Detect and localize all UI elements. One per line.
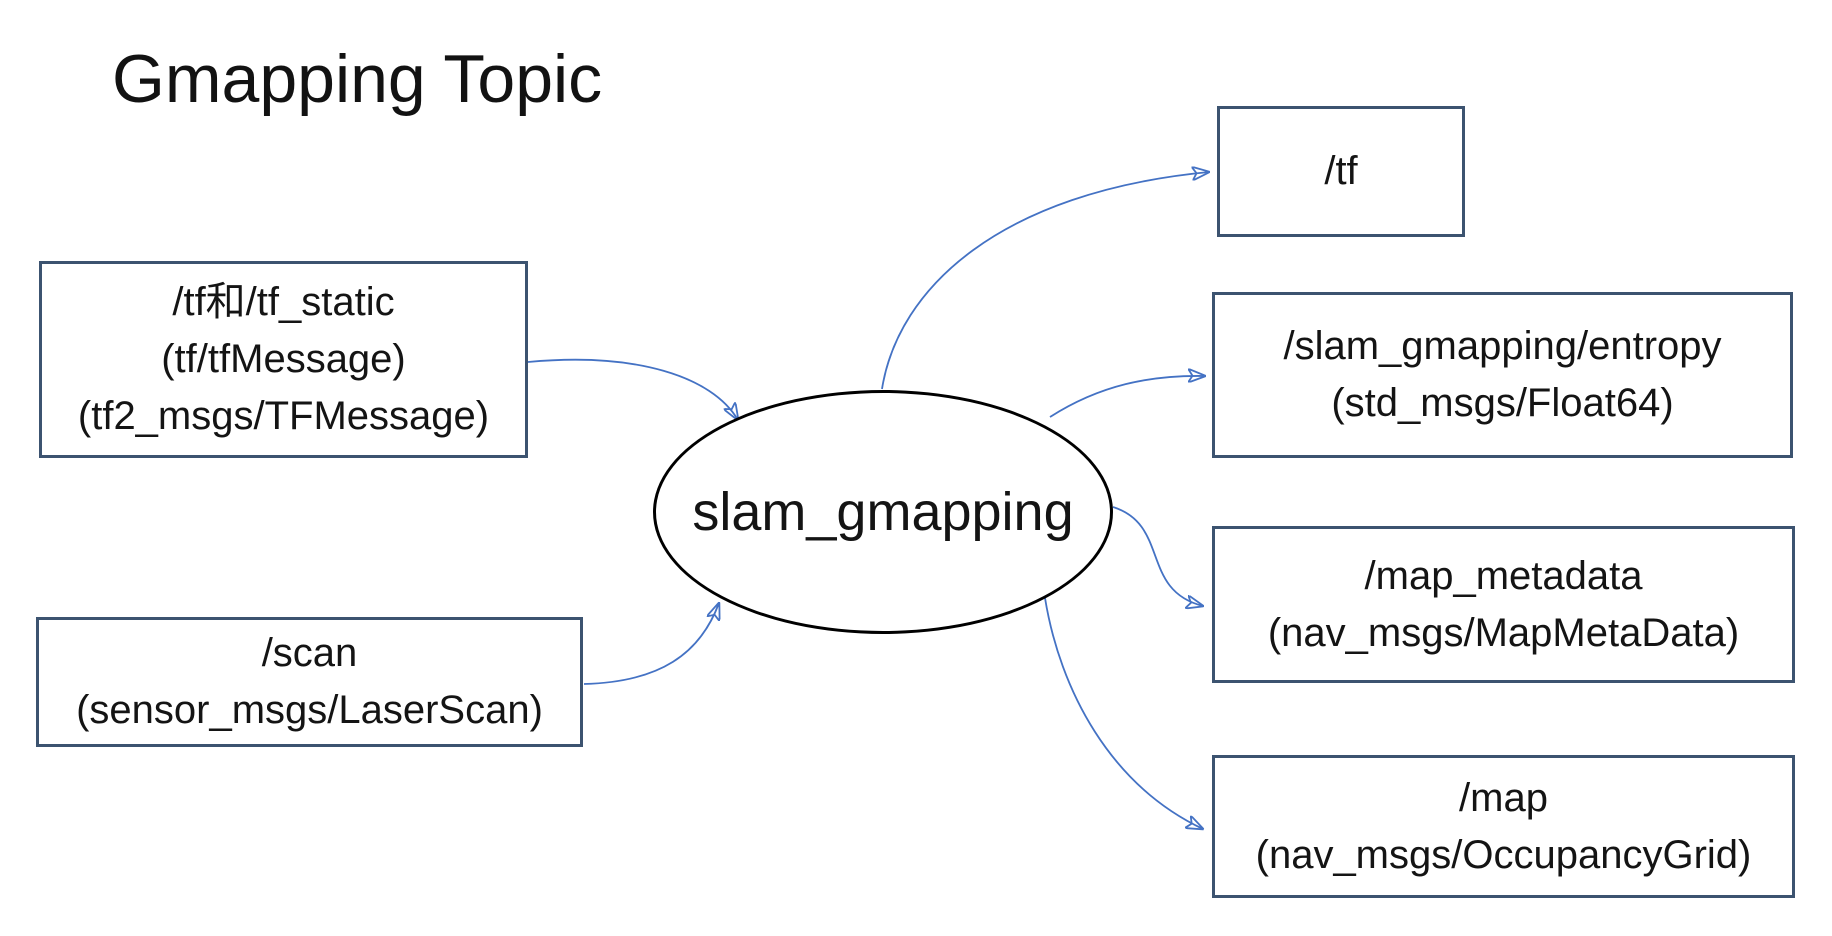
output-box-map-metadata: /map_metadata (nav_msgs/MapMetaData) xyxy=(1212,526,1795,683)
input-box-scan: /scan (sensor_msgs/LaserScan) xyxy=(36,617,583,747)
message-type: (sensor_msgs/LaserScan) xyxy=(76,688,543,732)
output-box-map: /map (nav_msgs/OccupancyGrid) xyxy=(1212,755,1795,898)
message-type: (std_msgs/Float64) xyxy=(1331,381,1674,425)
message-type: (tf2_msgs/TFMessage) xyxy=(77,393,490,438)
output-box-tf: /tf xyxy=(1217,106,1465,237)
message-type: (nav_msgs/MapMetaData) xyxy=(1267,610,1740,655)
topic-name: /tf xyxy=(1324,149,1358,194)
output-box-entropy: /slam_gmapping/entropy (std_msgs/Float64… xyxy=(1212,292,1793,458)
message-type: (nav_msgs/OccupancyGrid) xyxy=(1255,832,1752,877)
topic-name: /slam_gmapping/entropy xyxy=(1283,324,1722,369)
message-type: (tf/tfMessage) xyxy=(161,337,406,382)
arrow-node-to-map xyxy=(1044,597,1203,829)
topic-name: /map xyxy=(1459,775,1548,820)
node-slam-gmapping: slam_gmapping xyxy=(653,390,1113,634)
arrow-scan-to-node xyxy=(583,603,719,685)
page-title: Gmapping Topic xyxy=(112,41,603,117)
arrow-node-to-map-metadata xyxy=(1112,506,1203,606)
topic-name: /map_metadata xyxy=(1364,553,1643,598)
node-label: slam_gmapping xyxy=(692,482,1074,542)
topic-name: /scan xyxy=(261,631,358,676)
arrow-node-to-entropy xyxy=(1049,376,1205,418)
arrow-node-to-tf xyxy=(881,172,1209,390)
arrow-tf-static-to-node xyxy=(527,358,738,420)
input-box-tf-static: /tf和/tf_static (tf/tfMessage) (tf2_msgs/… xyxy=(39,261,528,458)
topic-name: /tf和/tf_static xyxy=(172,280,395,325)
